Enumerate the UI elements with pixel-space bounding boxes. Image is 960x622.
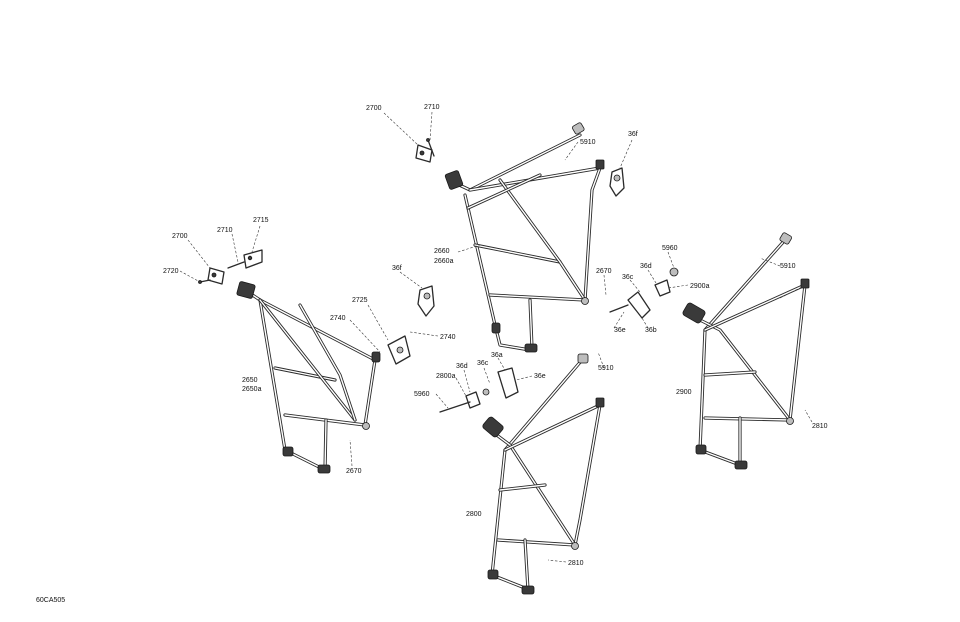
latch-assembly-mid <box>439 367 519 413</box>
callout-36c: 36c <box>477 360 489 367</box>
callout-5910: 5910 <box>598 365 614 372</box>
callout-36b: 36b <box>645 327 657 334</box>
callout-2900: 2900 <box>676 389 692 396</box>
frame-2660 <box>444 122 605 353</box>
bolt-2710-top <box>426 138 435 157</box>
callout-36e: 36e <box>614 327 626 334</box>
callout-36e: 36e <box>534 373 546 380</box>
callout-36c: 36c <box>622 274 634 281</box>
bracket-2700-left <box>207 267 225 285</box>
callout-2650a: 2650a <box>242 386 262 393</box>
callout-2725: 2725 <box>352 297 368 304</box>
callout-36f: 36f <box>628 131 638 138</box>
callout-2810: 2810 <box>568 560 584 567</box>
handle-36f-top <box>609 167 625 197</box>
latch-assembly-right <box>609 267 679 319</box>
frame-2900 <box>682 232 810 470</box>
callout-2800: 2800 <box>466 511 482 518</box>
callout-36d: 36d <box>456 363 468 370</box>
callout-2710: 2710 <box>217 227 233 234</box>
callout-2670: 2670 <box>596 268 612 275</box>
callout-2740: 2740 <box>330 315 346 322</box>
callout-2660: 2660 <box>434 248 450 255</box>
callout-2740: 2740 <box>440 334 456 341</box>
callout-2710: 2710 <box>424 104 440 111</box>
callout-36a: 36a <box>491 352 503 359</box>
callout-5910: 5910 <box>580 139 596 146</box>
bolt-2710-left <box>227 261 245 269</box>
callout-2700: 2700 <box>172 233 188 240</box>
callout-2650: 2650 <box>242 377 258 384</box>
callout-36d: 36d <box>640 263 652 270</box>
bracket-2700-top <box>415 144 433 163</box>
leader-lines <box>179 111 813 563</box>
callout-36f: 36f <box>392 265 402 272</box>
callout-labels: 2700 2710 5910 36f 2660 2660a 2670 2700 … <box>163 104 828 567</box>
callout-5960: 5960 <box>414 391 430 398</box>
handle-36f-left <box>417 285 435 317</box>
latch-2725 <box>387 335 411 365</box>
callout-2900a: 2900a <box>690 283 710 290</box>
figure-reference: 60CA505 <box>36 597 65 604</box>
callout-2700: 2700 <box>366 105 382 112</box>
callout-2670: 2670 <box>346 468 362 475</box>
callout-2800a: 2800a <box>436 373 456 380</box>
callout-2720: 2720 <box>163 268 179 275</box>
plate-2715 <box>243 249 263 269</box>
bolt-2720 <box>198 279 211 284</box>
callout-2715: 2715 <box>253 217 269 224</box>
callout-2810: 2810 <box>812 423 828 430</box>
frame-2800 <box>482 353 605 595</box>
frame-2650 <box>236 281 381 474</box>
callout-5960: 5960 <box>662 245 678 252</box>
callout-2660a: 2660a <box>434 258 454 265</box>
callout-5910: 5910 <box>780 263 796 270</box>
